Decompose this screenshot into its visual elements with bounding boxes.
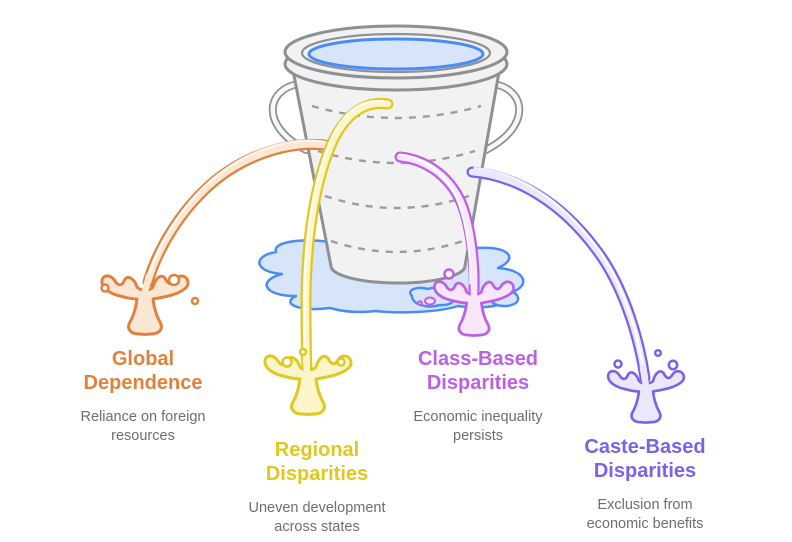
stream-regional-disparities [300,97,394,374]
leak-description: Reliance on foreign resources [80,409,206,444]
leak-label-global-dependence: Global Dependence Reliance on foreign re… [33,347,253,445]
leak-label-caste-based-disparities: Caste-Based Disparities Exclusion from e… [535,435,755,533]
stream-caste-based-disparities [466,166,651,384]
stream-global-dependence [142,138,336,288]
bucket-icon [283,24,509,285]
splash-class-based-disparities [432,276,516,337]
water-surface [307,37,485,71]
leak-description: Uneven development across states [248,500,386,535]
leak-title: Caste-Based Disparities [584,436,706,482]
leak-description: Economic inequality persists [413,409,543,444]
leak-title: Class-Based Disparities [417,348,539,394]
splash-global-dependence [100,272,200,336]
stream-class-based-disparities [394,151,480,296]
leak-label-regional-disparities: Regional Disparities Uneven development … [207,438,427,536]
leak-title: Regional Disparities [265,439,369,485]
leak-description: Exclusion from economic benefits [586,497,704,532]
leak-title: Global Dependence [83,348,203,394]
splash-regional-disparities [263,347,353,416]
splash-caste-based-disparities [606,348,686,424]
bucket-right-handle-icon [482,80,524,154]
leak-label-class-based-disparities: Class-Based Disparities Economic inequal… [368,347,588,445]
